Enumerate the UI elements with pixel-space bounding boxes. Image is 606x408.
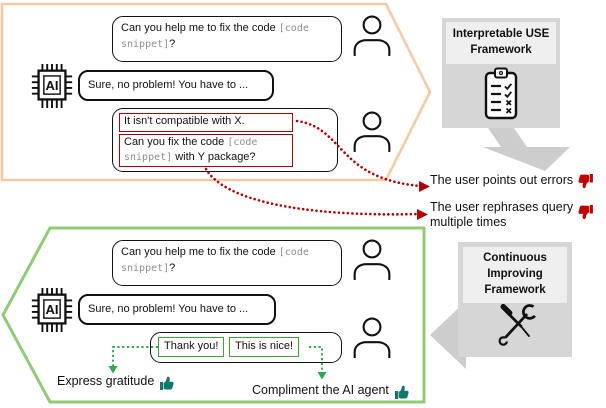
message-text: Sure, no problem! You have to ... (88, 78, 249, 91)
thumbs-up-icon (159, 374, 175, 391)
clipboard-checklist-icon (479, 66, 523, 122)
message-text: with Y package? (172, 150, 256, 163)
gray-down-arrow (483, 128, 570, 171)
highlighted-error-message: It isn't compatible with X. (119, 113, 293, 132)
message-text: ? (169, 37, 176, 50)
ci-framework-box: Continuous Improving Framework (458, 242, 572, 357)
user-icon (351, 15, 393, 57)
feedback-compliment-box: This is nice! (229, 337, 300, 357)
label-text: Express gratitude (57, 374, 155, 388)
code-snippet-placeholder: [code snippet] (121, 23, 309, 50)
note-points-out-errors: The user points out errors (430, 173, 574, 187)
code-snippet-placeholder: [code snippet] (121, 247, 309, 274)
note-rephrases-query: The user rephrases query multiple times (430, 200, 574, 229)
ai-chip-label: AI (45, 78, 59, 93)
message-text: Can you help me to fix the code (121, 246, 279, 258)
message-text: This is nice! (235, 340, 294, 352)
label-express-gratitude: Express gratitude (57, 374, 175, 391)
red-dotted-arrow-rephrase (204, 167, 428, 220)
message-text: Can you fix the code (124, 136, 228, 148)
ci-framework-title: Continuous Improving Framework (463, 247, 567, 303)
message-text: Thank you! (164, 340, 219, 352)
ai-chip-label: AI (45, 302, 59, 317)
label-compliment-agent: Compliment the AI agent (252, 383, 410, 400)
top-user-bubble-1: Can you help me to fix the code [code sn… (112, 16, 342, 62)
thumbs-down-icon (578, 205, 595, 223)
highlighted-rephrase-message: Can you fix the code [code snippet] with… (119, 134, 293, 167)
thumbs-down-icon (578, 174, 595, 192)
message-text: Sure, no problem! You have to ... (88, 302, 249, 315)
message-text: Can you help me to fix the code (121, 22, 279, 34)
top-ai-bubble: Sure, no problem! You have to ... (78, 70, 274, 101)
user-icon (351, 239, 393, 281)
user-icon (351, 111, 393, 153)
feedback-gratitude-box: Thank you! (158, 337, 225, 357)
user-icon (351, 317, 393, 359)
message-text: It isn't compatible with X. (124, 115, 245, 127)
crossed-tools-icon (496, 303, 538, 347)
use-framework-title: Interpretable USE Framework (446, 22, 556, 64)
label-text: Compliment the AI agent (252, 383, 389, 397)
bottom-ai-bubble: Sure, no problem! You have to ... (78, 294, 276, 325)
code-snippet-placeholder: [code snippet] (124, 137, 258, 163)
thumbs-up-icon (394, 383, 410, 400)
message-text: ? (169, 261, 176, 274)
bottom-user-bubble-1: Can you help me to fix the code [code sn… (112, 240, 342, 286)
